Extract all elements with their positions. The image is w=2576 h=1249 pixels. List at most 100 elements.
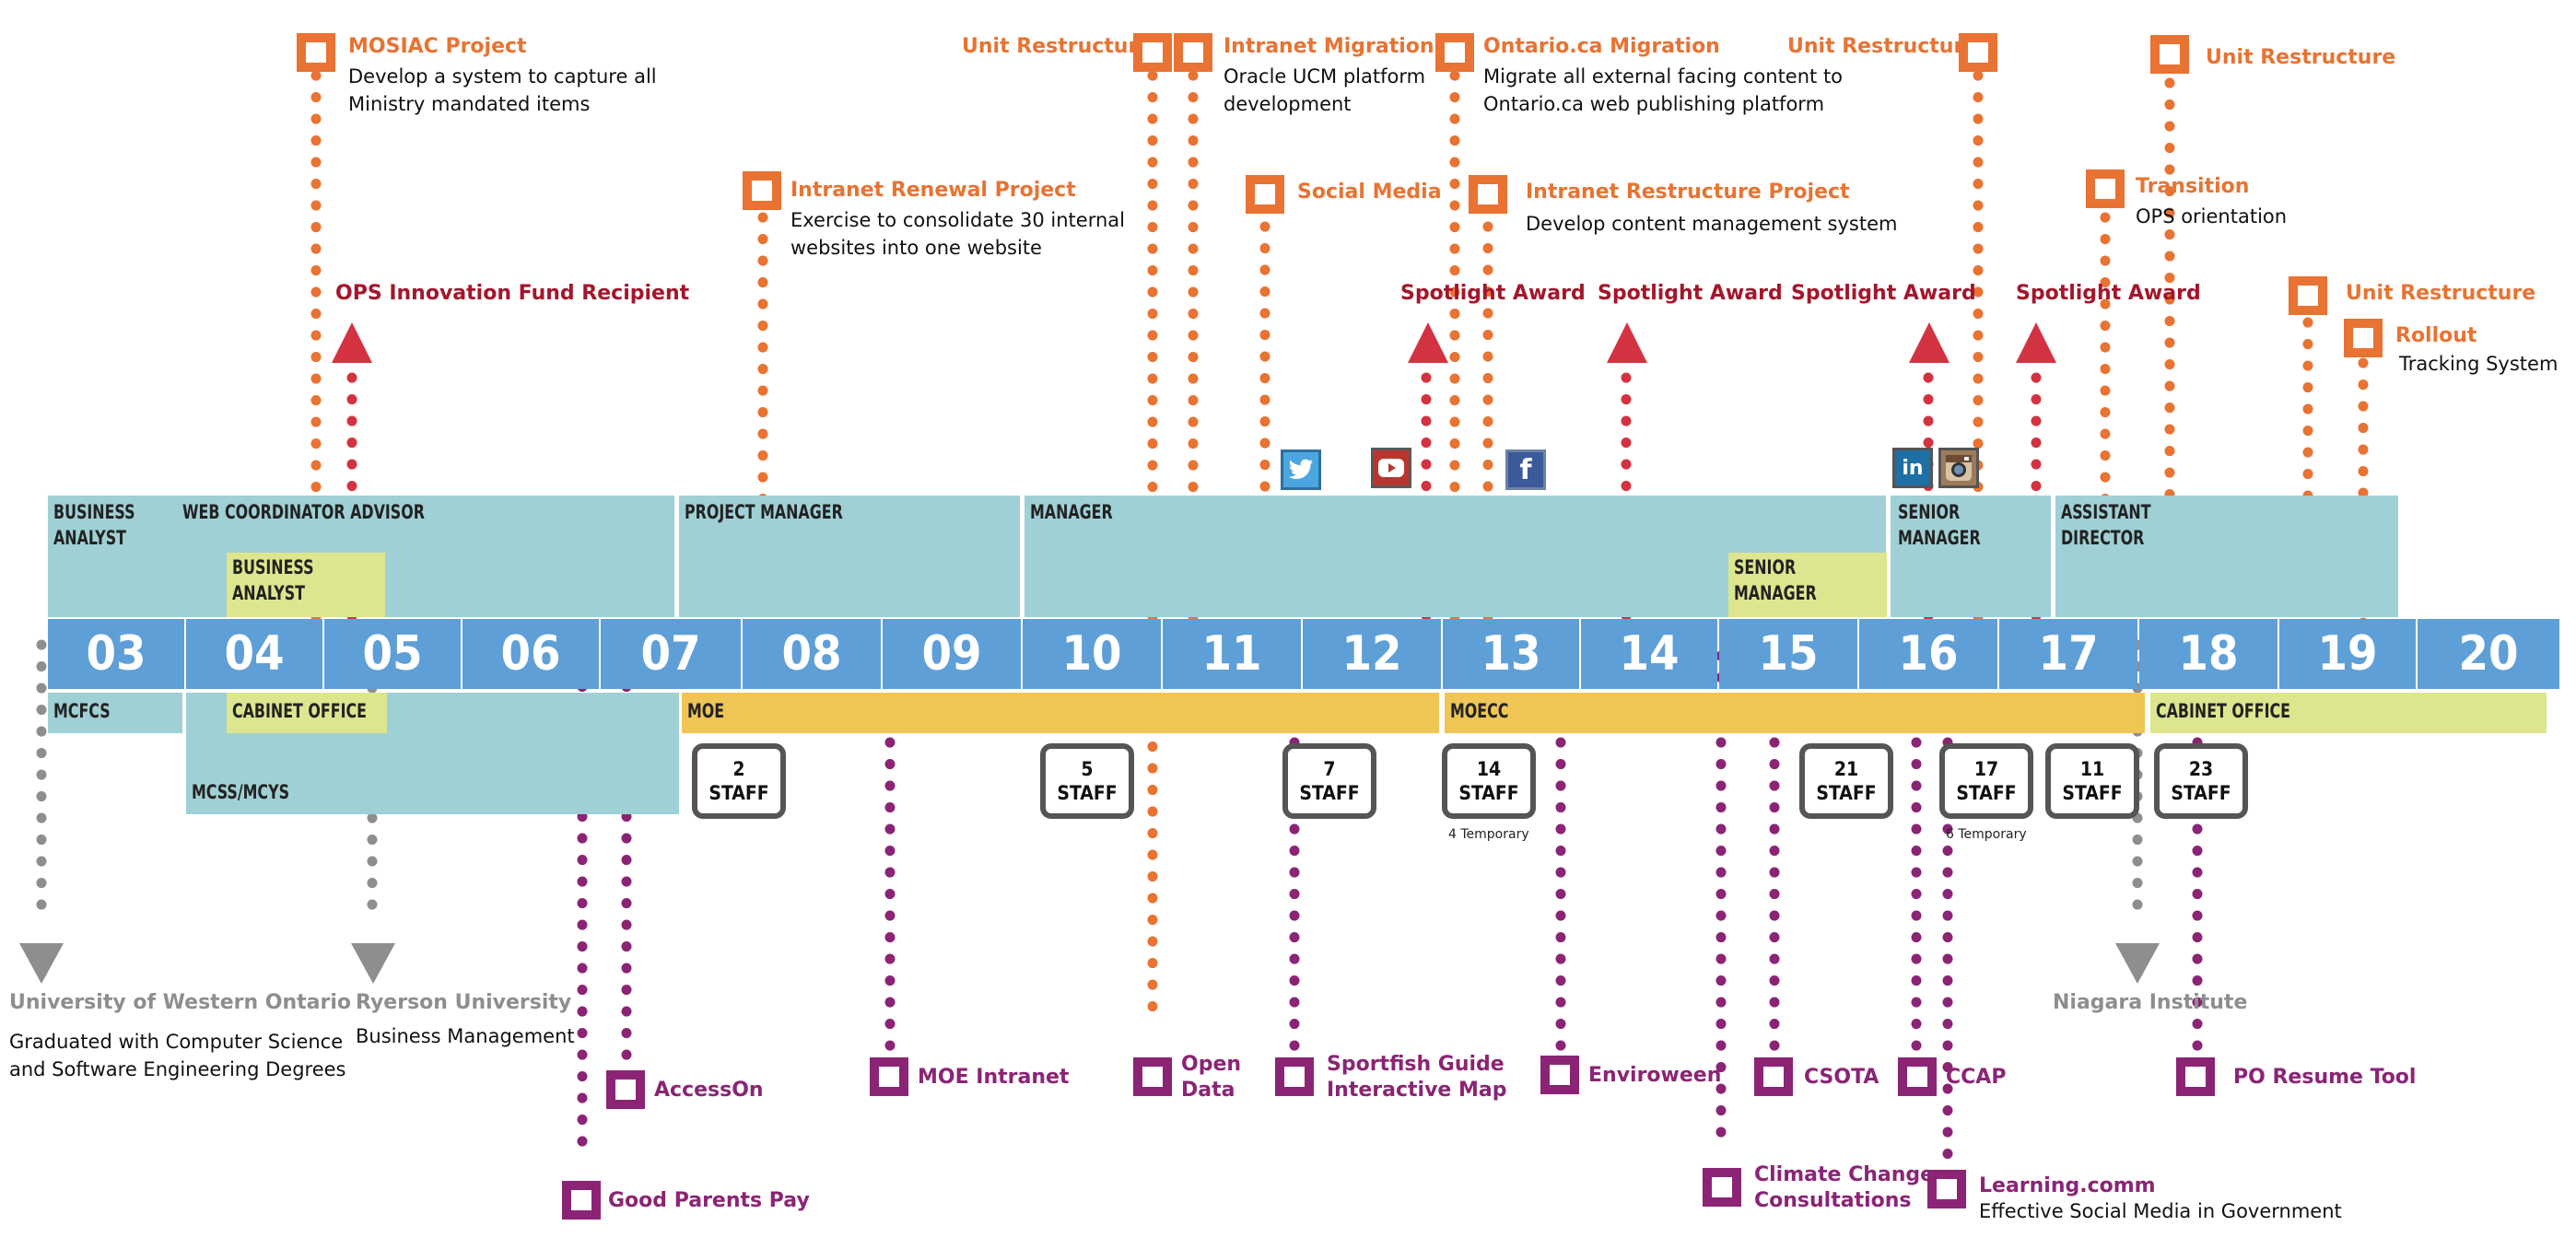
milestone-social-media: Social Media [1297,181,1442,204]
education-niagara-arrow [2115,943,2160,984]
award-ops-innovation-arrow [332,322,372,363]
milestone-ontario-title: Ontario.ca Migration [1483,35,1720,58]
staff-box-11: 11 STAFF [2045,743,2139,819]
milestone-unit-restructure-2-marker [1959,33,1997,72]
award-spotlight-1-arrow [1408,322,1448,363]
education-uwo-title: University of Western Ontario [9,991,352,1014]
project-ccap-marker [1898,1057,1937,1096]
education-ryerson-arrow [351,943,395,984]
education-ryerson-desc: Business Management [356,1025,575,1047]
twitter-icon [1281,449,1321,490]
milestone-unit-restructure-3-marker [2150,35,2189,74]
project-learning-comm-desc: Effective Social Media in Government [1979,1200,2342,1222]
milestone-unit-restructure-1: Unit Restructure [962,35,1153,58]
milestone-transition-desc: OPS orientation [2136,205,2288,228]
role-manager-label: MANAGER [1030,501,1113,523]
year-13: 13 [1443,619,1579,689]
org-moecc-label: MOECC [1450,700,1509,722]
staff-count: 14 STAFF [1458,758,1519,804]
education-uwo-arrow [19,943,64,984]
staff-count: 11 STAFF [2062,758,2123,804]
project-moe-intranet: MOE Intranet [918,1066,1070,1089]
org-cabinet-office [227,693,387,733]
milestone-unit-restructure-4-marker [2289,276,2327,315]
milestone-mosiac-desc: Develop a system to capture all Ministry… [348,65,657,115]
milestone-rollout-title: Rollout [2395,324,2477,347]
staff-box-2: 2 STAFF [692,743,786,819]
staff-box-21: 21 STAFF [1799,743,1893,819]
project-po-resume-tool: PO Resume Tool [2233,1066,2417,1089]
year-17: 17 [1999,619,2137,689]
org-cabinet-office-label: CABINET OFFICE [232,700,367,722]
role-business-analyst-label: BUSINESS ANALYST [53,501,135,549]
staff-count: 17 STAFF [1956,758,2017,804]
role-assistant-director-label: ASSISTANT DIRECTOR [2061,501,2151,549]
role-senior-manager-label: SENIOR MANAGER [1734,556,1817,604]
project-csota-marker [1754,1057,1793,1096]
milestone-intranet-renewal-marker [743,171,781,210]
project-learning-comm-marker [1927,1170,1966,1208]
year-15: 15 [1719,619,1857,689]
year-03: 03 [48,619,184,689]
milestone-unit-restructure-3: Unit Restructure [2206,46,2396,69]
project-enviroween: Enviroween [1588,1064,1722,1087]
project-csota: CSOTA [1804,1066,1879,1089]
org-moe-label: MOE [687,700,725,722]
instagram-icon [1938,448,1979,488]
project-ccap: CCAP [1946,1066,2007,1089]
project-good-parents-pay-marker [562,1181,601,1220]
project-open-data: Open Data [1181,1053,1242,1102]
milestone-intranet-restructure-marker [1469,175,1507,214]
role-senior-manager [1728,553,1887,617]
year-18: 18 [2139,619,2277,689]
org-mcfcs [48,693,182,733]
year-19: 19 [2279,619,2416,689]
year-07: 07 [601,619,741,689]
facebook-icon: f [1505,449,1546,490]
staff-count: 5 STAFF [1057,758,1118,804]
project-climate-change: Climate Change Consultations [1754,1163,1935,1212]
staff-count: 21 STAFF [1816,758,1877,804]
milestone-unit-restructure-1-marker [1133,33,1172,72]
staff-note-4-temporary: 4 Temporary [1448,827,1529,842]
year-04: 04 [186,619,322,689]
milestone-transition-title: Transition [2136,175,2250,198]
project-accesson: AccessOn [654,1079,764,1102]
milestone-intranet-renewal-desc: Exercise to consolidate 30 internal webs… [790,209,1125,259]
org-cabinet-office-2-label: CABINET OFFICE [2156,700,2290,722]
education-uwo-desc: Graduated with Computer Science and Soft… [9,1031,346,1080]
staff-count: 7 STAFF [1299,758,1360,804]
project-learning-comm-title: Learning.comm [1979,1174,2156,1197]
project-accesson-marker [606,1070,645,1109]
role-web-coordinator-label: WEB COORDINATOR ADVISOR [182,501,425,523]
milestone-unit-restructure-4: Unit Restructure [2346,282,2536,305]
project-sportfish: Sportfish Guide Interactive Map [1327,1053,1507,1102]
year-20: 20 [2418,619,2559,689]
year-10: 10 [1023,619,1161,689]
milestone-ontario-marker [1435,33,1474,72]
milestone-mosiac-marker [297,33,335,72]
award-spotlight-2: Spotlight Award [1598,282,1783,305]
milestone-rollout-marker [2344,319,2383,357]
youtube-icon [1371,448,1411,488]
milestone-intranet-restructure-desc: Develop content management system [1526,213,1898,235]
award-spotlight-3: Spotlight Award [1791,282,1976,305]
milestone-transition-marker [2086,169,2125,208]
education-niagara-title: Niagara Institute [2053,991,2248,1014]
milestone-rollout-desc: Tracking System [2399,353,2558,375]
project-sportfish-marker [1275,1057,1314,1096]
staff-count: 23 STAFF [2171,758,2231,804]
award-spotlight-4: Spotlight Award [2016,282,2201,305]
year-12: 12 [1303,619,1441,689]
role-project-manager [679,496,1020,617]
staff-box-7: 7 STAFF [1282,743,1376,819]
staff-box-5: 5 STAFF [1040,743,1134,819]
staff-box-17: 17 STAFF [1939,743,2033,819]
org-moe [682,693,1439,733]
milestone-intranet-migration-desc: Oracle UCM platform development [1224,65,1426,115]
award-spotlight-3-arrow [1909,322,1950,363]
role-business-analyst [48,496,181,617]
project-po-resume-tool-marker [2176,1057,2215,1096]
project-enviroween-marker [1540,1056,1579,1094]
